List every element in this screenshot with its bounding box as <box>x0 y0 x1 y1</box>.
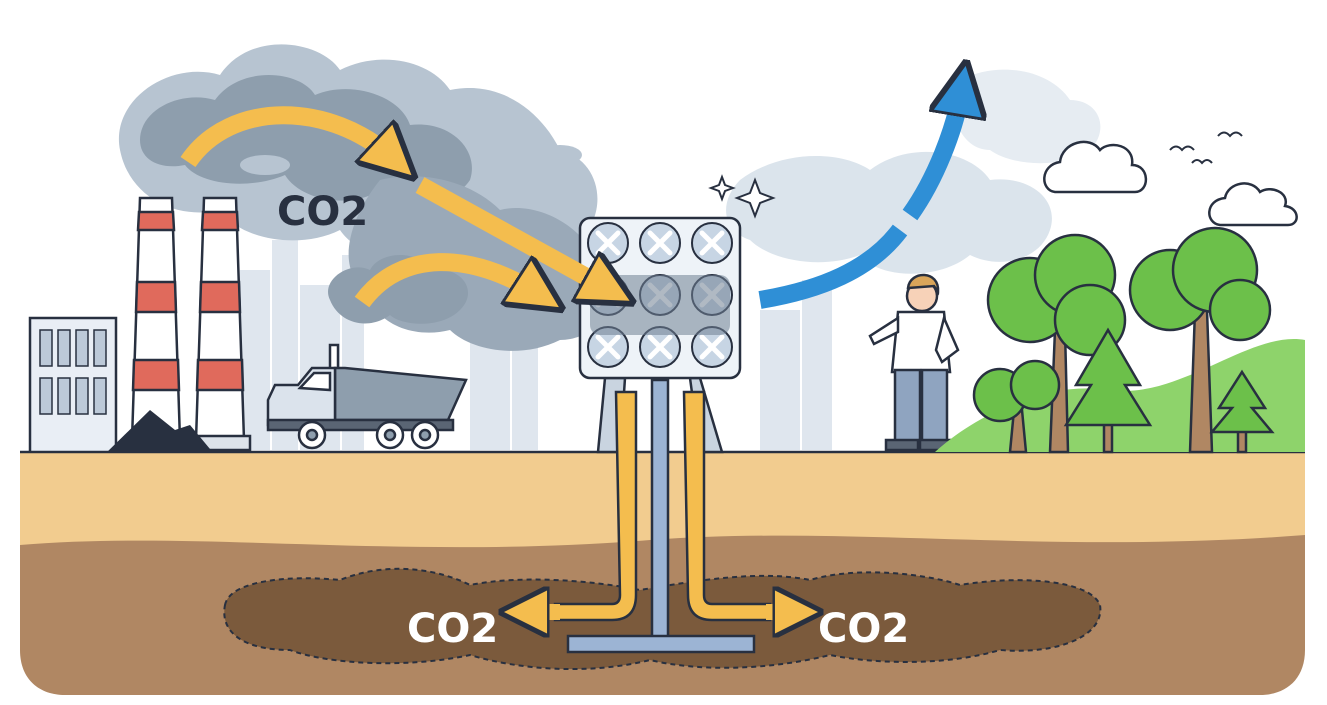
bird-icon <box>1169 131 1243 165</box>
fan-blades <box>595 334 621 360</box>
clean-air-arrow-upper <box>902 88 962 221</box>
dump-truck-icon <box>266 343 468 450</box>
coal-pile <box>104 410 215 455</box>
tree-icon <box>1209 369 1275 454</box>
smokestack-icon <box>124 196 252 452</box>
fan-blades <box>699 334 725 360</box>
co2-label-top: CO2 <box>277 189 368 235</box>
co2-intake-arrow-3 <box>354 253 540 302</box>
fan-blades <box>647 230 673 256</box>
tree-icon <box>972 359 1061 454</box>
sparkle-icon <box>708 174 776 219</box>
tree-icon <box>1063 327 1153 454</box>
cloud-icon <box>1208 182 1298 227</box>
co2-label-bottom-left: CO2 <box>407 606 498 652</box>
fan-blades <box>647 334 673 360</box>
fan-blades <box>699 230 725 256</box>
fan-array-icon <box>578 216 742 380</box>
co2-intake-arrow-1 <box>180 106 395 162</box>
person-icon <box>868 273 960 452</box>
fan-blades <box>595 230 621 256</box>
co2-intake-arrow-2 <box>415 177 610 290</box>
co2-label-bottom-right: CO2 <box>818 606 909 652</box>
tree-icon <box>1128 226 1272 454</box>
clean-air-arrow <box>758 224 908 309</box>
truck-exhaust-smoke <box>328 255 469 324</box>
factory-icon <box>28 316 118 456</box>
forest <box>935 226 1305 454</box>
cloud-icon <box>1043 140 1148 194</box>
